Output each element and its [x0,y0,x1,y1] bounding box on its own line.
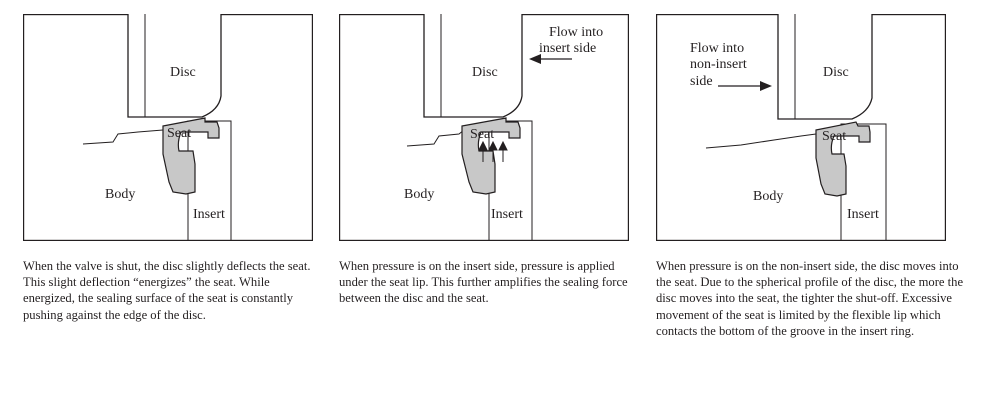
insert-label: Insert [193,207,225,222]
valve-seat [815,121,871,197]
flow-label-line2: insert side [539,41,596,56]
flow-label-line3: side [690,74,713,89]
valve-disc [127,14,222,118]
valve-body [82,129,164,145]
diagram-panel-shut: Disc Seat Body Insert [23,14,313,241]
caption-insert-side: When pressure is on the insert side, pre… [339,259,628,306]
insert-label: Insert [847,207,879,222]
valve-diagram-non-insert-side: Flow into non-insert side Disc Seat Body… [656,14,946,241]
caption-shut: When the valve is shut, the disc slightl… [23,259,311,322]
body-label: Body [753,189,783,204]
valve-seat [162,117,220,195]
valve-disc [423,14,523,118]
caption-non-insert-side: When pressure is on the non-insert side,… [656,259,964,338]
valve-diagram-insert-side: Flow into insert side Disc Seat Body Ins… [339,14,629,241]
flow-arrow-right [718,81,772,91]
diagram-panel-insert-side: Flow into insert side Disc Seat Body Ins… [339,14,629,241]
diagram-panel-non-insert-side: Flow into non-insert side Disc Seat Body… [656,14,946,241]
seat-label: Seat [167,126,191,141]
flow-label-line1: Flow into [549,25,603,40]
disc-label: Disc [170,65,196,80]
body-label: Body [404,187,434,202]
flow-label-line1: Flow into [690,41,744,56]
disc-label: Disc [472,65,498,80]
seat-label: Seat [822,129,846,144]
valve-diagram-shut: Disc Seat Body Insert [23,14,313,241]
pressure-arrows [478,140,508,162]
disc-label: Disc [823,65,849,80]
flow-label-line2: non-insert [690,57,747,72]
insert-label: Insert [491,207,523,222]
body-label: Body [105,187,135,202]
seat-label: Seat [470,127,494,142]
valve-body [406,129,465,147]
valve-disc [777,14,873,120]
valve-body [705,133,817,149]
valve-seat [461,117,521,195]
flow-arrow-left [529,54,572,64]
